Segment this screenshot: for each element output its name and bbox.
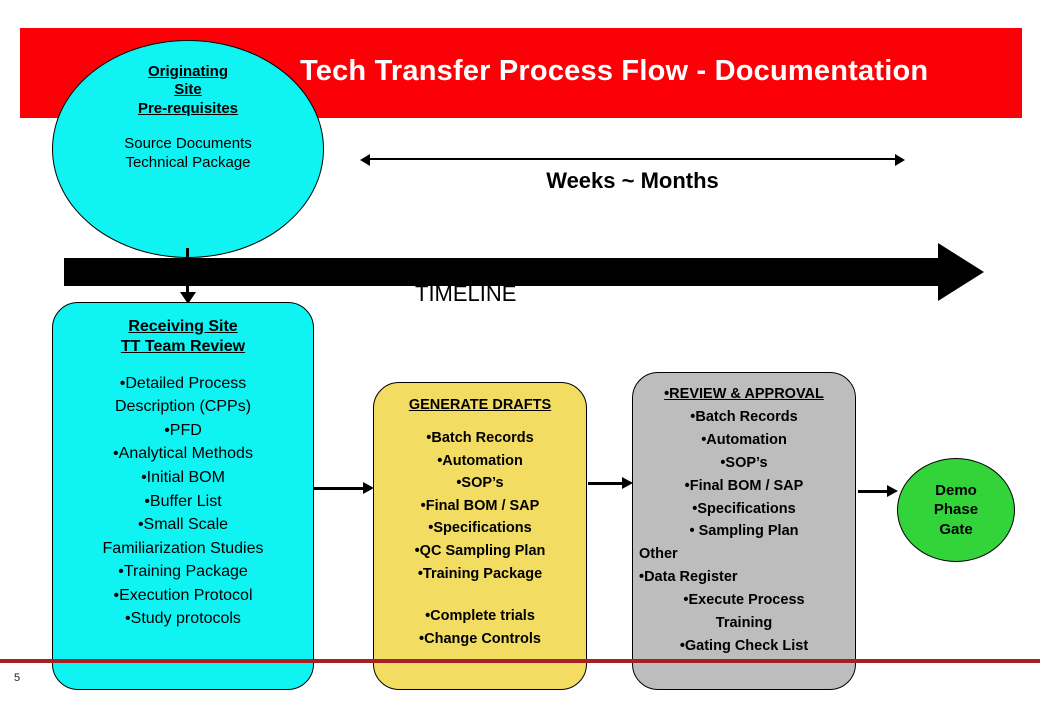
demo-label-line-2: Phase	[933, 501, 979, 519]
list-item: •Study protocols	[125, 610, 241, 628]
list-item: •Analytical Methods	[113, 445, 253, 463]
list-item: •PFD	[164, 421, 202, 439]
arrow-head-icon	[887, 485, 898, 497]
generate-drafts-header: GENERATE DRAFTS	[408, 397, 552, 413]
list-item: •Final BOM / SAP	[684, 477, 804, 494]
arrow-head-left-icon	[360, 153, 370, 166]
list-item: •Automation	[437, 452, 523, 469]
generate-drafts-box: GENERATE DRAFTS •Batch Records •Automati…	[373, 382, 587, 690]
timeline-label: TIMELINE	[415, 281, 517, 306]
list-item: •QC Sampling Plan	[414, 543, 546, 560]
receiving-header-line-2: TT Team Review	[120, 338, 246, 356]
arrow-head-right-icon	[895, 153, 905, 166]
list-item: •Data Register	[639, 569, 738, 586]
list-item: •Small Scale	[137, 516, 229, 534]
review-approval-box: •REVIEW & APPROVAL •Batch Records •Autom…	[632, 372, 856, 690]
review-approval-header: •REVIEW & APPROVAL	[664, 386, 824, 402]
originating-header-line-1: Originating	[147, 63, 228, 80]
list-item: •Batch Records	[690, 408, 798, 425]
originating-body-line-2: Technical Package	[125, 154, 251, 172]
demo-label-line-3: Gate	[939, 520, 973, 538]
duration-double-arrow-icon	[360, 152, 905, 166]
list-item: •Buffer List	[144, 492, 222, 510]
arrow-head-icon	[363, 482, 374, 494]
receiving-site-header: Receiving Site TT Team Review	[121, 317, 245, 358]
connector-drafts-to-review-icon	[588, 477, 633, 489]
receiving-site-list: •Detailed Process Description (CPPs) •PF…	[61, 372, 305, 631]
list-item: Training	[715, 615, 773, 632]
list-item: •Execution Protocol	[113, 586, 253, 604]
demo-phase-gate-label: Demo Phase Gate	[934, 481, 978, 540]
connector-arrow-head-down-icon	[180, 292, 196, 304]
list-item: •Gating Check List	[679, 637, 809, 654]
duration-label: Weeks ~ Months	[546, 168, 719, 193]
timeline-arrow-shaft	[64, 258, 940, 286]
originating-body-line-1: Source Documents	[124, 134, 252, 152]
list-item: •Detailed Process	[119, 374, 247, 392]
list-item: •Training Package	[118, 563, 248, 581]
list-item: Other	[639, 546, 678, 563]
list-item: • Sampling Plan	[689, 523, 799, 540]
list-item: •Specifications	[428, 520, 532, 537]
list-item: •Specifications	[692, 500, 796, 517]
generate-drafts-list: •Batch Records •Automation •SOP’s •Final…	[380, 427, 580, 650]
list-item: •Change Controls	[419, 630, 541, 647]
arrow-shaft	[368, 158, 897, 161]
originating-site-ellipse: Originating Site Pre-requisites Source D…	[52, 40, 324, 258]
arrow-shaft	[314, 486, 364, 490]
footer-rule	[0, 659, 1040, 663]
connector-originating-to-receiving	[186, 248, 189, 294]
originating-site-header: Originating Site Pre-requisites	[138, 63, 238, 118]
demo-phase-gate-ellipse: Demo Phase Gate	[897, 458, 1015, 562]
list-item: •Complete trials	[425, 608, 535, 625]
originating-header-line-2: Site	[174, 81, 202, 99]
list-item: •Automation	[701, 431, 787, 448]
list-item: •Initial BOM	[141, 469, 225, 486]
list-item: •Batch Records	[426, 430, 534, 446]
arrow-head-icon	[622, 477, 633, 489]
list-item: •Final BOM / SAP	[420, 497, 540, 514]
page-title: Tech Transfer Process Flow - Documentati…	[300, 55, 929, 87]
review-approval-list: •REVIEW & APPROVAL •Batch Records •Autom…	[639, 383, 849, 658]
receiving-site-box: Receiving Site TT Team Review •Detailed …	[52, 302, 314, 690]
list-item: •Execute Process	[683, 592, 805, 609]
list-item: •SOP’s	[456, 475, 504, 492]
connector-receiving-to-drafts-icon	[314, 482, 374, 494]
receiving-header-line-1: Receiving Site	[128, 318, 238, 335]
originating-site-body: Source Documents Technical Package	[124, 134, 252, 173]
list-item: •SOP’s	[720, 454, 768, 471]
arrow-shaft	[858, 489, 888, 493]
timeline-arrow-head-icon	[938, 243, 984, 301]
arrow-shaft	[588, 481, 623, 485]
list-spacer	[380, 585, 580, 605]
page-number: 5	[14, 672, 21, 684]
connector-review-to-demo-icon	[858, 485, 898, 497]
demo-label-line-1: Demo	[935, 481, 977, 499]
list-item: Familiarization Studies	[102, 539, 264, 557]
list-item: Description (CPPs)	[114, 398, 252, 416]
list-item: •Training Package	[417, 565, 543, 582]
originating-header-line-3: Pre-requisites	[137, 99, 239, 117]
